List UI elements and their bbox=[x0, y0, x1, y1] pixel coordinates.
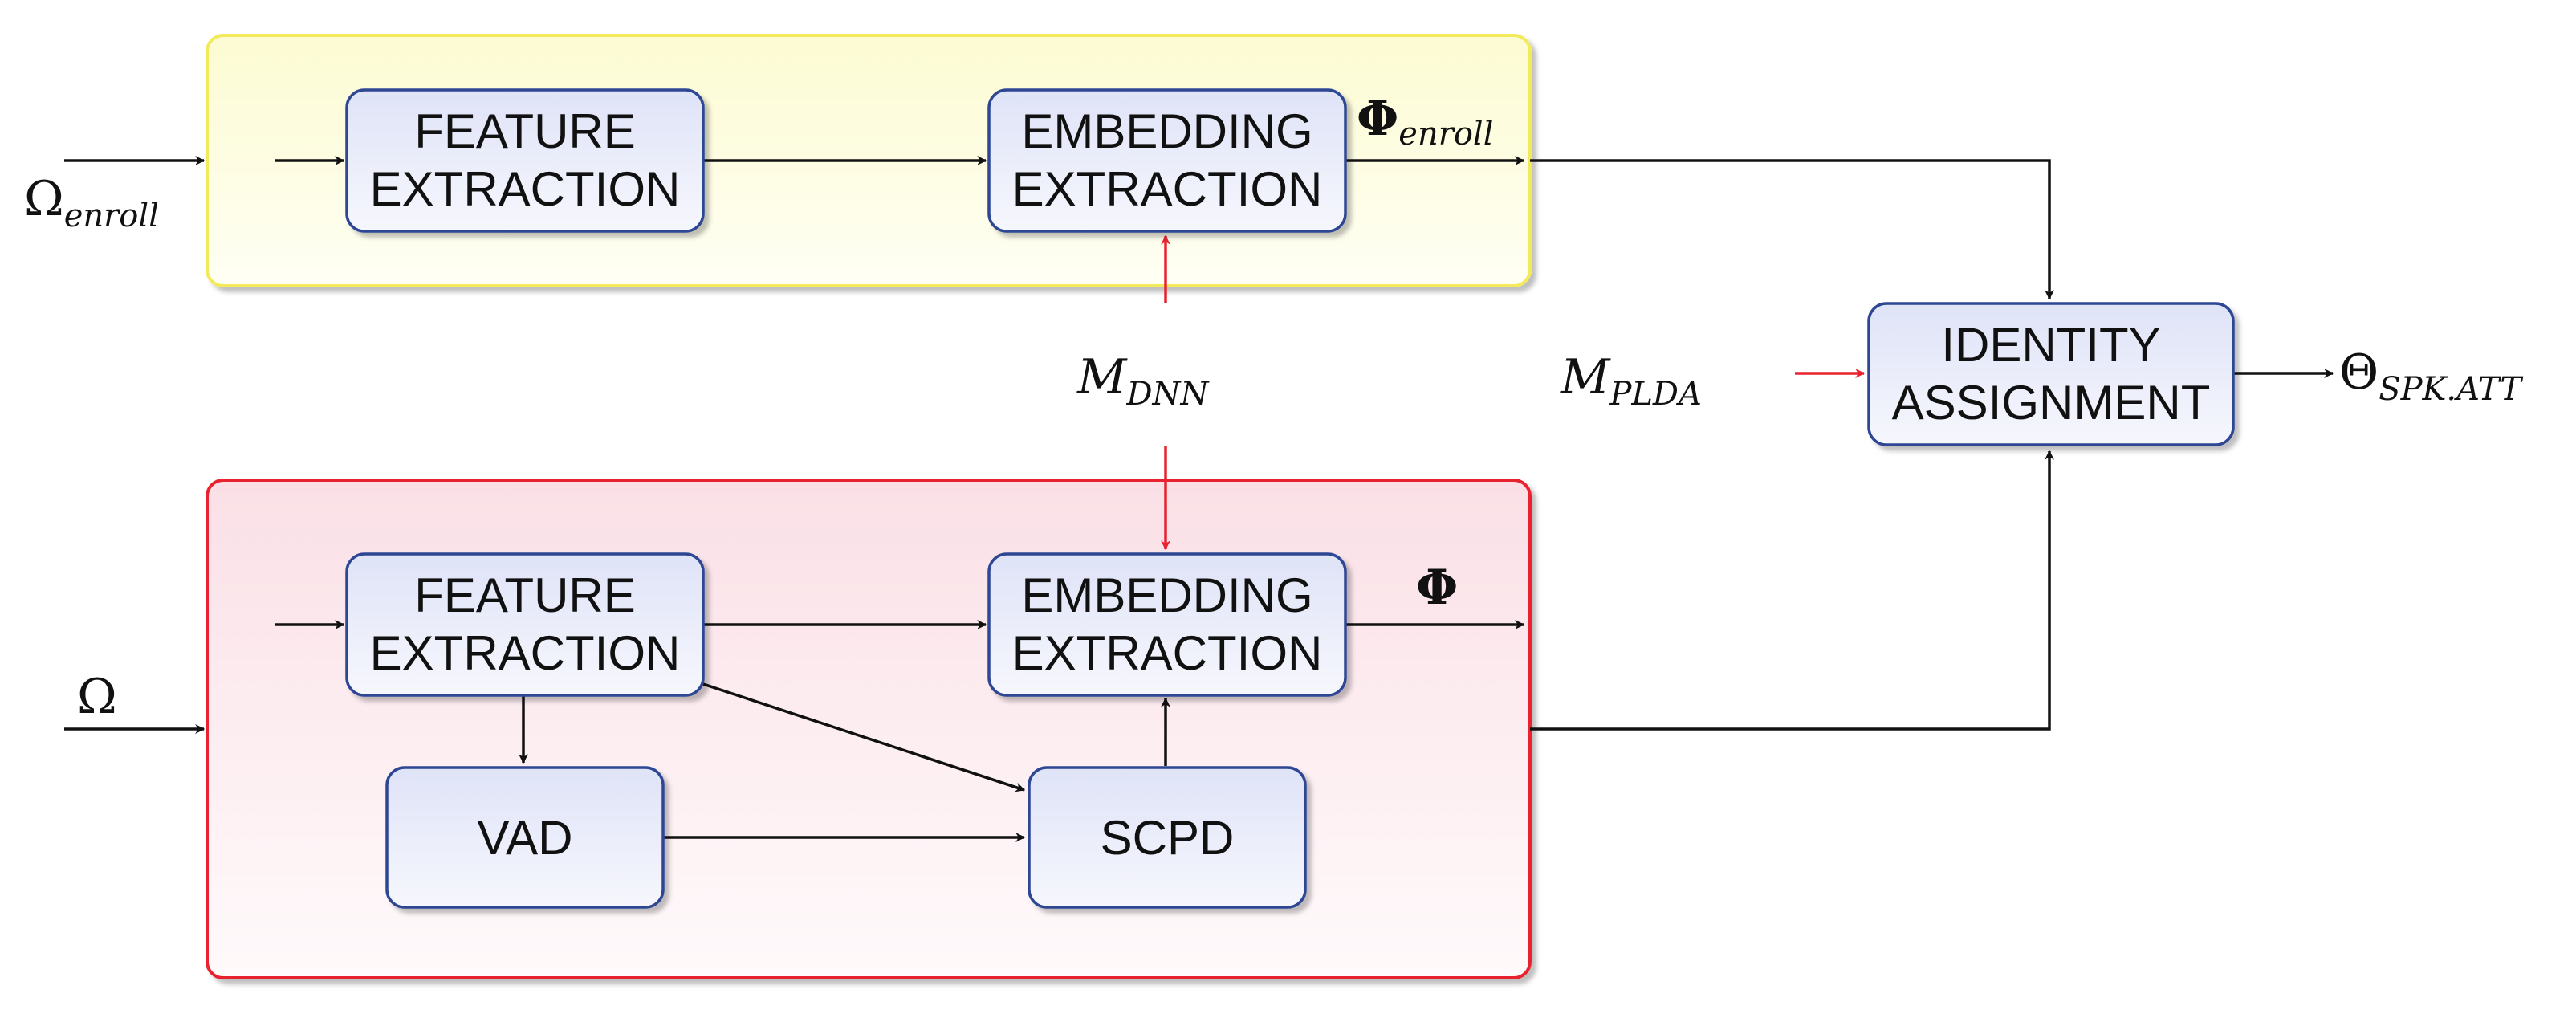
test-feature-label-line1: FEATURE bbox=[414, 568, 636, 622]
scpd-label: SCPD bbox=[1101, 811, 1235, 865]
enroll-feature-label-line2: EXTRACTION bbox=[370, 162, 681, 216]
enroll-embedding-label-line2: EXTRACTION bbox=[1012, 162, 1323, 216]
symbol-model-dnn: MDNN bbox=[1076, 349, 1211, 413]
arrow-feature-to-scpd bbox=[702, 682, 1026, 792]
enroll-feature-label-line1: FEATURE bbox=[414, 104, 636, 158]
block-test-feature-extraction: FEATURE EXTRACTION bbox=[345, 552, 705, 697]
vad-label: VAD bbox=[478, 811, 573, 865]
arrow-phi-to-identity bbox=[1530, 450, 2054, 731]
symbol-phi-enroll: Φenroll bbox=[1357, 91, 1494, 153]
block-vad: VAD bbox=[385, 766, 665, 909]
block-scpd: SCPD bbox=[1028, 766, 1307, 909]
symbol-phi: Φ bbox=[1416, 560, 1458, 616]
test-embedding-label-line1: EMBEDDING bbox=[1021, 568, 1312, 622]
block-identity-assignment: IDENTITY ASSIGNMENT bbox=[1867, 302, 2235, 446]
symbol-omega-enroll: Ωenroll bbox=[24, 171, 159, 234]
test-feature-label-line2: EXTRACTION bbox=[370, 626, 681, 680]
test-embedding-label-line2: EXTRACTION bbox=[1012, 626, 1323, 680]
identity-label-line1: IDENTITY bbox=[1941, 318, 2160, 372]
symbol-omega: Ω bbox=[77, 669, 117, 725]
identity-label-line2: ASSIGNMENT bbox=[1892, 376, 2211, 430]
enroll-embedding-label-line1: EMBEDDING bbox=[1021, 104, 1312, 158]
block-test-embedding-extraction: EMBEDDING EXTRACTION bbox=[987, 552, 1347, 697]
arrow-phi-enroll-to-identity bbox=[1530, 159, 2054, 300]
symbol-model-plda: MPLDA bbox=[1560, 349, 1702, 413]
block-enroll-feature-extraction: FEATURE EXTRACTION bbox=[345, 88, 705, 233]
block-enroll-embedding-extraction: EMBEDDING EXTRACTION bbox=[987, 88, 1347, 233]
symbol-theta-spk-att: ΘSPK.ATT bbox=[2339, 344, 2524, 408]
